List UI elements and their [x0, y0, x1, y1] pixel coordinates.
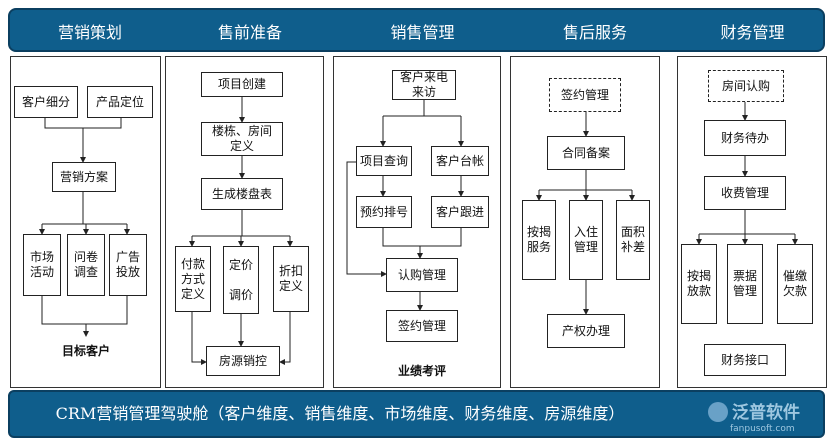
node-customer-follow-up: 客户跟进: [431, 196, 489, 228]
node-customer-ledger: 客户台帐: [431, 146, 489, 176]
node-fee-management: 收费管理: [704, 176, 786, 210]
footer-title: CRM营销管理驾驶舱（客户维度、销售维度、市场维度、财务维度、房源维度）: [55, 404, 625, 423]
node-reservation-queue: 预约排号: [356, 196, 412, 228]
header-after-sales: 售后服务: [562, 23, 627, 42]
node-ad-placement: 广告 投放: [109, 234, 147, 296]
label-target-customer: 目标客户: [61, 344, 110, 358]
node-marketing-plan: 营销方案: [52, 162, 116, 192]
brand-logo: 泛普软件 fanpusoft.com: [708, 398, 828, 438]
node-project-creation: 项目创建: [201, 72, 283, 97]
node-questionnaire-survey: 问卷 调查: [67, 234, 105, 296]
brand-site: fanpusoft.com: [730, 424, 795, 434]
footer-bar: CRM营销管理驾驶舱（客户维度、销售维度、市场维度、财务维度、房源维度）: [8, 390, 825, 438]
node-arrears-collection: 催缴 欠款: [777, 244, 813, 324]
node-move-in-management: 入住 管理: [569, 200, 603, 280]
node-product-positioning: 产品定位: [87, 86, 153, 118]
node-inventory-control: 房源销控: [206, 346, 280, 376]
node-finance-pending: 财务待办: [704, 120, 786, 156]
header-marketing-planning: 营销策划: [57, 23, 122, 42]
column-panel-finance: [677, 56, 827, 388]
node-project-query: 项目查询: [356, 146, 412, 176]
header-sales-management: 销售管理: [390, 23, 455, 42]
node-mortgage-service: 按揭 服务: [522, 200, 556, 280]
node-generate-property-sheet: 生成楼盘表: [201, 178, 283, 210]
node-invoice-management: 票据 管理: [727, 244, 763, 324]
label-performance-evaluation: 业绩考评: [397, 364, 446, 378]
brand-mark-icon: [708, 402, 728, 422]
node-title-deed-processing: 产权办理: [547, 314, 625, 348]
header-finance: 财务管理: [720, 23, 785, 42]
header-bar: 营销策划 售前准备 销售管理 售后服务 财务管理: [8, 8, 825, 52]
node-building-room-definition: 楼栋、房间 定义: [201, 122, 283, 156]
node-discount-definition: 折扣 定义: [273, 246, 309, 312]
node-area-difference: 面积 补差: [616, 200, 650, 280]
node-pricing-adjustment: 定价 调价: [223, 246, 259, 314]
node-purchase-management: 认购管理: [386, 258, 458, 292]
node-contract-filing: 合同备案: [547, 136, 625, 170]
node-mortgage-disbursement: 按揭 放款: [681, 244, 717, 324]
node-room-purchase: 房间认购: [708, 70, 784, 102]
node-market-activity: 市场 活动: [23, 234, 61, 296]
node-payment-method-definition: 付款 方式 定义: [175, 246, 211, 312]
node-customer-call-visit: 客户来电 来访: [392, 70, 456, 100]
node-signing-management: 签约管理: [549, 78, 621, 112]
brand-name: 泛普软件: [732, 403, 800, 423]
node-finance-interface: 财务接口: [704, 344, 786, 376]
header-presale-prep: 售前准备: [217, 23, 282, 42]
node-customer-segmentation: 客户细分: [14, 86, 78, 118]
node-contract-signing: 签约管理: [386, 310, 458, 342]
